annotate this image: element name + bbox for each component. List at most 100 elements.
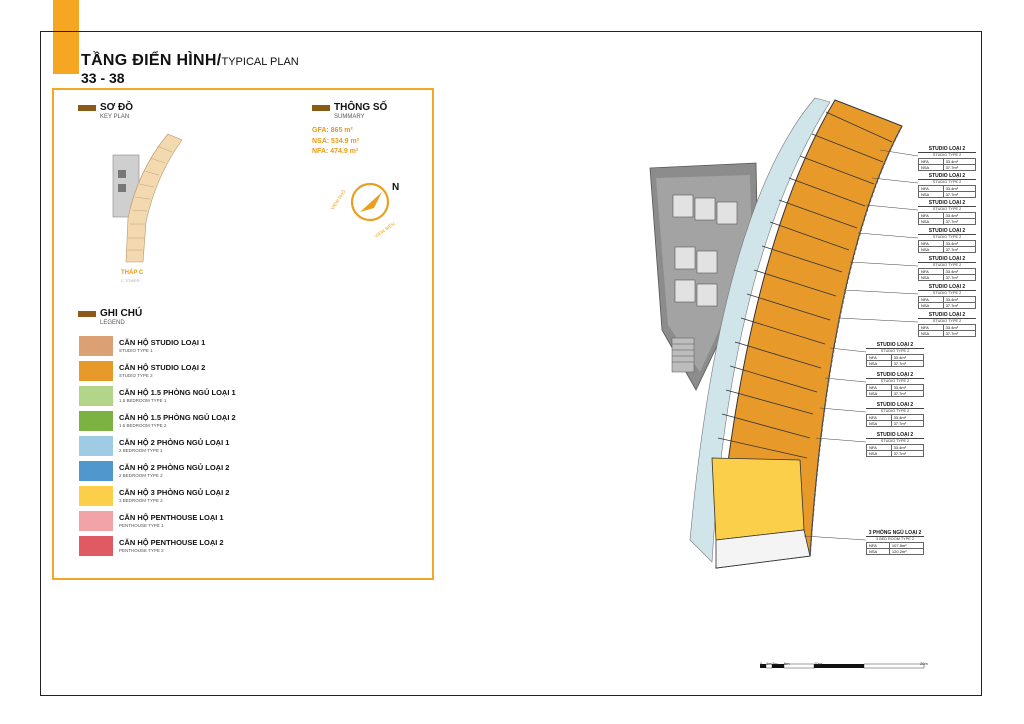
- nsa-label: NSA: [918, 164, 944, 171]
- unit-wall: [740, 317, 826, 345]
- tower-label: THÁP C: [121, 270, 144, 276]
- unit-type-subtitle: STUDIO TYPE 2: [932, 319, 962, 323]
- scale-bar: [760, 663, 925, 669]
- nsa-value: 37.7m²: [890, 420, 925, 427]
- unit-type-title: STUDIO LOẠI 2: [918, 146, 976, 153]
- core-stair: [671, 337, 695, 373]
- legend-swatch: [79, 461, 113, 481]
- gfa-value: GFA: 865 m²: [312, 127, 353, 134]
- unit-type-title: STUDIO LOẠI 2: [866, 342, 924, 349]
- unit-type-title: STUDIO LOẠI 2: [866, 432, 924, 439]
- legend-label-en: 3 BEDROOM TYPE 2: [119, 498, 163, 503]
- leader-line: [819, 407, 867, 413]
- nsa-label: NSA: [918, 218, 944, 225]
- compass-icon: N VIEW PHỐ VIEW BIỂN: [329, 182, 399, 239]
- unit-type-title: 3 PHÒNG NGỦ LOẠI 2: [866, 530, 924, 537]
- three-bed-unit: [711, 457, 805, 541]
- unit-type-subtitle: STUDIO TYPE 2: [880, 379, 910, 383]
- legend-swatch: [79, 536, 113, 556]
- legend-label-en: 2 BEDROOM TYPE 1: [119, 448, 163, 453]
- leader-line: [879, 149, 919, 157]
- corridor: [689, 97, 831, 563]
- leader-line: [829, 347, 867, 353]
- legend-label-en: STUDIO TYPE 1: [119, 348, 153, 353]
- nsa-value: 37.7m²: [890, 450, 925, 457]
- unit-type-subtitle: STUDIO TYPE 2: [880, 439, 910, 443]
- unit-wall: [717, 437, 808, 459]
- compass-needle: [360, 192, 382, 212]
- legend-swatch: [79, 436, 113, 456]
- leader-line: [837, 317, 919, 323]
- leader-line: [824, 377, 867, 383]
- summary-heading: THÔNG SỐ: [312, 102, 387, 113]
- nsa-label: NSA: [866, 360, 892, 367]
- nsa-label: NSA: [866, 420, 892, 427]
- legend-label: CĂN HỘ PENTHOUSE LOẠI 2: [119, 538, 224, 547]
- legend-heading: GHI CHÚ: [78, 308, 142, 319]
- unit-wall: [811, 133, 884, 163]
- legend-swatch: [79, 411, 113, 431]
- unit-wall: [746, 293, 831, 321]
- compass-north: N: [392, 182, 399, 193]
- unit-wall: [761, 245, 843, 273]
- unit-wall: [769, 221, 850, 251]
- unit-wall: [729, 365, 818, 393]
- unit-type-title: STUDIO LOẠI 2: [918, 312, 976, 319]
- unit-type-title: STUDIO LOẠI 2: [918, 200, 976, 207]
- heading-bar: [78, 310, 96, 317]
- legend-label: CĂN HỘ 1.5 PHÒNG NGỦ LOẠI 2: [119, 413, 236, 422]
- legend-label: CĂN HỘ 2 PHÒNG NGỦ LOẠI 2: [119, 463, 230, 472]
- legend-label: CĂN HỘ STUDIO LOẠI 2: [119, 363, 206, 372]
- unit-type-title: STUDIO LOẠI 2: [866, 402, 924, 409]
- legend-label: CĂN HỘ STUDIO LOẠI 1: [119, 338, 206, 347]
- nsa-value: 37.7m²: [942, 218, 977, 225]
- nsa-label: NSA: [866, 548, 890, 555]
- header-accent-tab: [53, 0, 79, 74]
- unit-type-title: STUDIO LOẠI 2: [918, 228, 976, 235]
- tower-sublabel: C TOWER: [121, 278, 140, 283]
- floor-range: 33 - 38: [81, 70, 125, 86]
- unit-wall: [778, 199, 858, 229]
- leader-line: [849, 261, 919, 267]
- nsa-label: NSA: [918, 330, 944, 337]
- nsa-label: NSA: [866, 450, 892, 457]
- legend-label: CĂN HỘ 3 PHÒNG NGỦ LOẠI 2: [119, 488, 230, 497]
- nsa-label: NSA: [918, 274, 944, 281]
- legend-label-en: 1.5 BEDROOM TYPE 2: [119, 423, 167, 428]
- three-bed-lower: [715, 529, 811, 569]
- legend-swatch: [79, 386, 113, 406]
- nsa-value: NSA: 534.9 m²: [312, 137, 360, 145]
- page-title: TẦNG ĐIỂN HÌNH/TYPICAL PLAN: [81, 52, 299, 69]
- scale-label: 5m: [784, 661, 790, 666]
- leader-line: [843, 289, 919, 295]
- nsa-value: 37.7m²: [942, 246, 977, 253]
- unit-type-subtitle: STUDIO TYPE 2: [880, 409, 910, 413]
- heading-bar: [78, 104, 96, 111]
- unit-type-title: STUDIO LOẠI 2: [918, 284, 976, 291]
- scale-label: 1m: [766, 661, 772, 666]
- key-plan-heading: SƠ ĐỒ: [78, 102, 133, 113]
- unit-type-subtitle: STUDIO TYPE 2: [932, 180, 962, 184]
- unit-wall: [788, 177, 866, 207]
- legend-label-en: 2 BEDROOM TYPE 2: [119, 473, 163, 478]
- unit-type-subtitle: STUDIO TYPE 2: [932, 291, 962, 295]
- unit-type-subtitle: STUDIO TYPE 2: [932, 207, 962, 211]
- leader-lines: [803, 149, 919, 541]
- nsa-label: NSA: [918, 302, 944, 309]
- legend-swatch: [79, 336, 113, 356]
- unit-type-title: STUDIO LOẠI 2: [866, 372, 924, 379]
- unit-dividers: [717, 111, 893, 459]
